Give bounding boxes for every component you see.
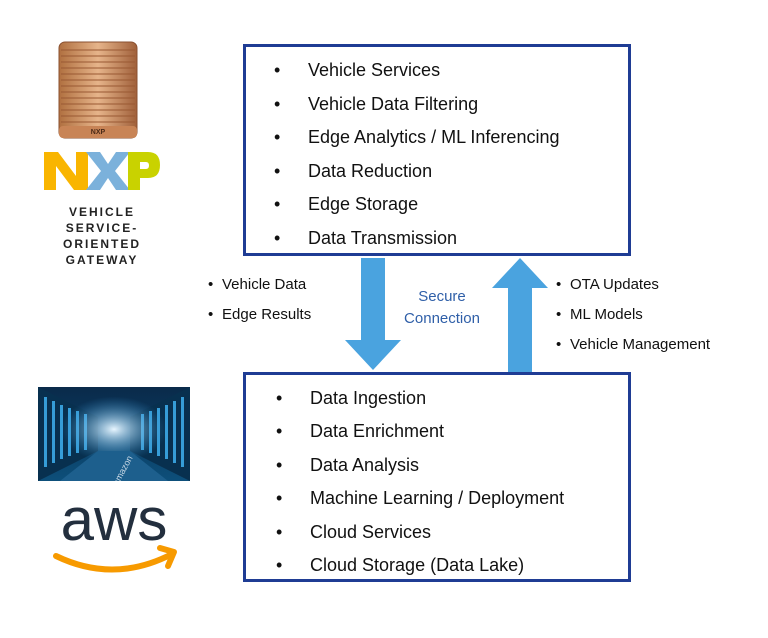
secure-connection-label: Secure Connection — [396, 286, 488, 330]
nxp-caption-line-4: GATEWAY — [65, 253, 139, 267]
aws-logo-text: aws — [61, 486, 168, 553]
secure-connection-line-1: Secure — [418, 288, 466, 305]
edge-services-box: •Vehicle Services •Vehicle Data Filterin… — [243, 44, 631, 256]
nxp-caption: VEHICLE SERVICE- ORIENTED GATEWAY — [40, 204, 164, 268]
cloud-services-box: •Data Ingestion •Data Enrichment •Data A… — [243, 372, 631, 582]
nxp-caption-line-1: VEHICLE — [68, 205, 135, 219]
data-center-image: amazon — [38, 387, 190, 481]
nxp-logo — [44, 152, 160, 190]
nxp-gateway-device: NXP — [58, 41, 138, 139]
nxp-module-label: NXP — [91, 129, 106, 136]
up-arrow — [492, 258, 548, 372]
down-arrow — [345, 258, 401, 370]
aws-logo: aws — [53, 486, 177, 573]
secure-connection-line-2: Connection — [404, 310, 480, 327]
nxp-caption-line-3: ORIENTED — [62, 237, 141, 251]
nxp-caption-line-2: SERVICE- — [65, 221, 139, 235]
